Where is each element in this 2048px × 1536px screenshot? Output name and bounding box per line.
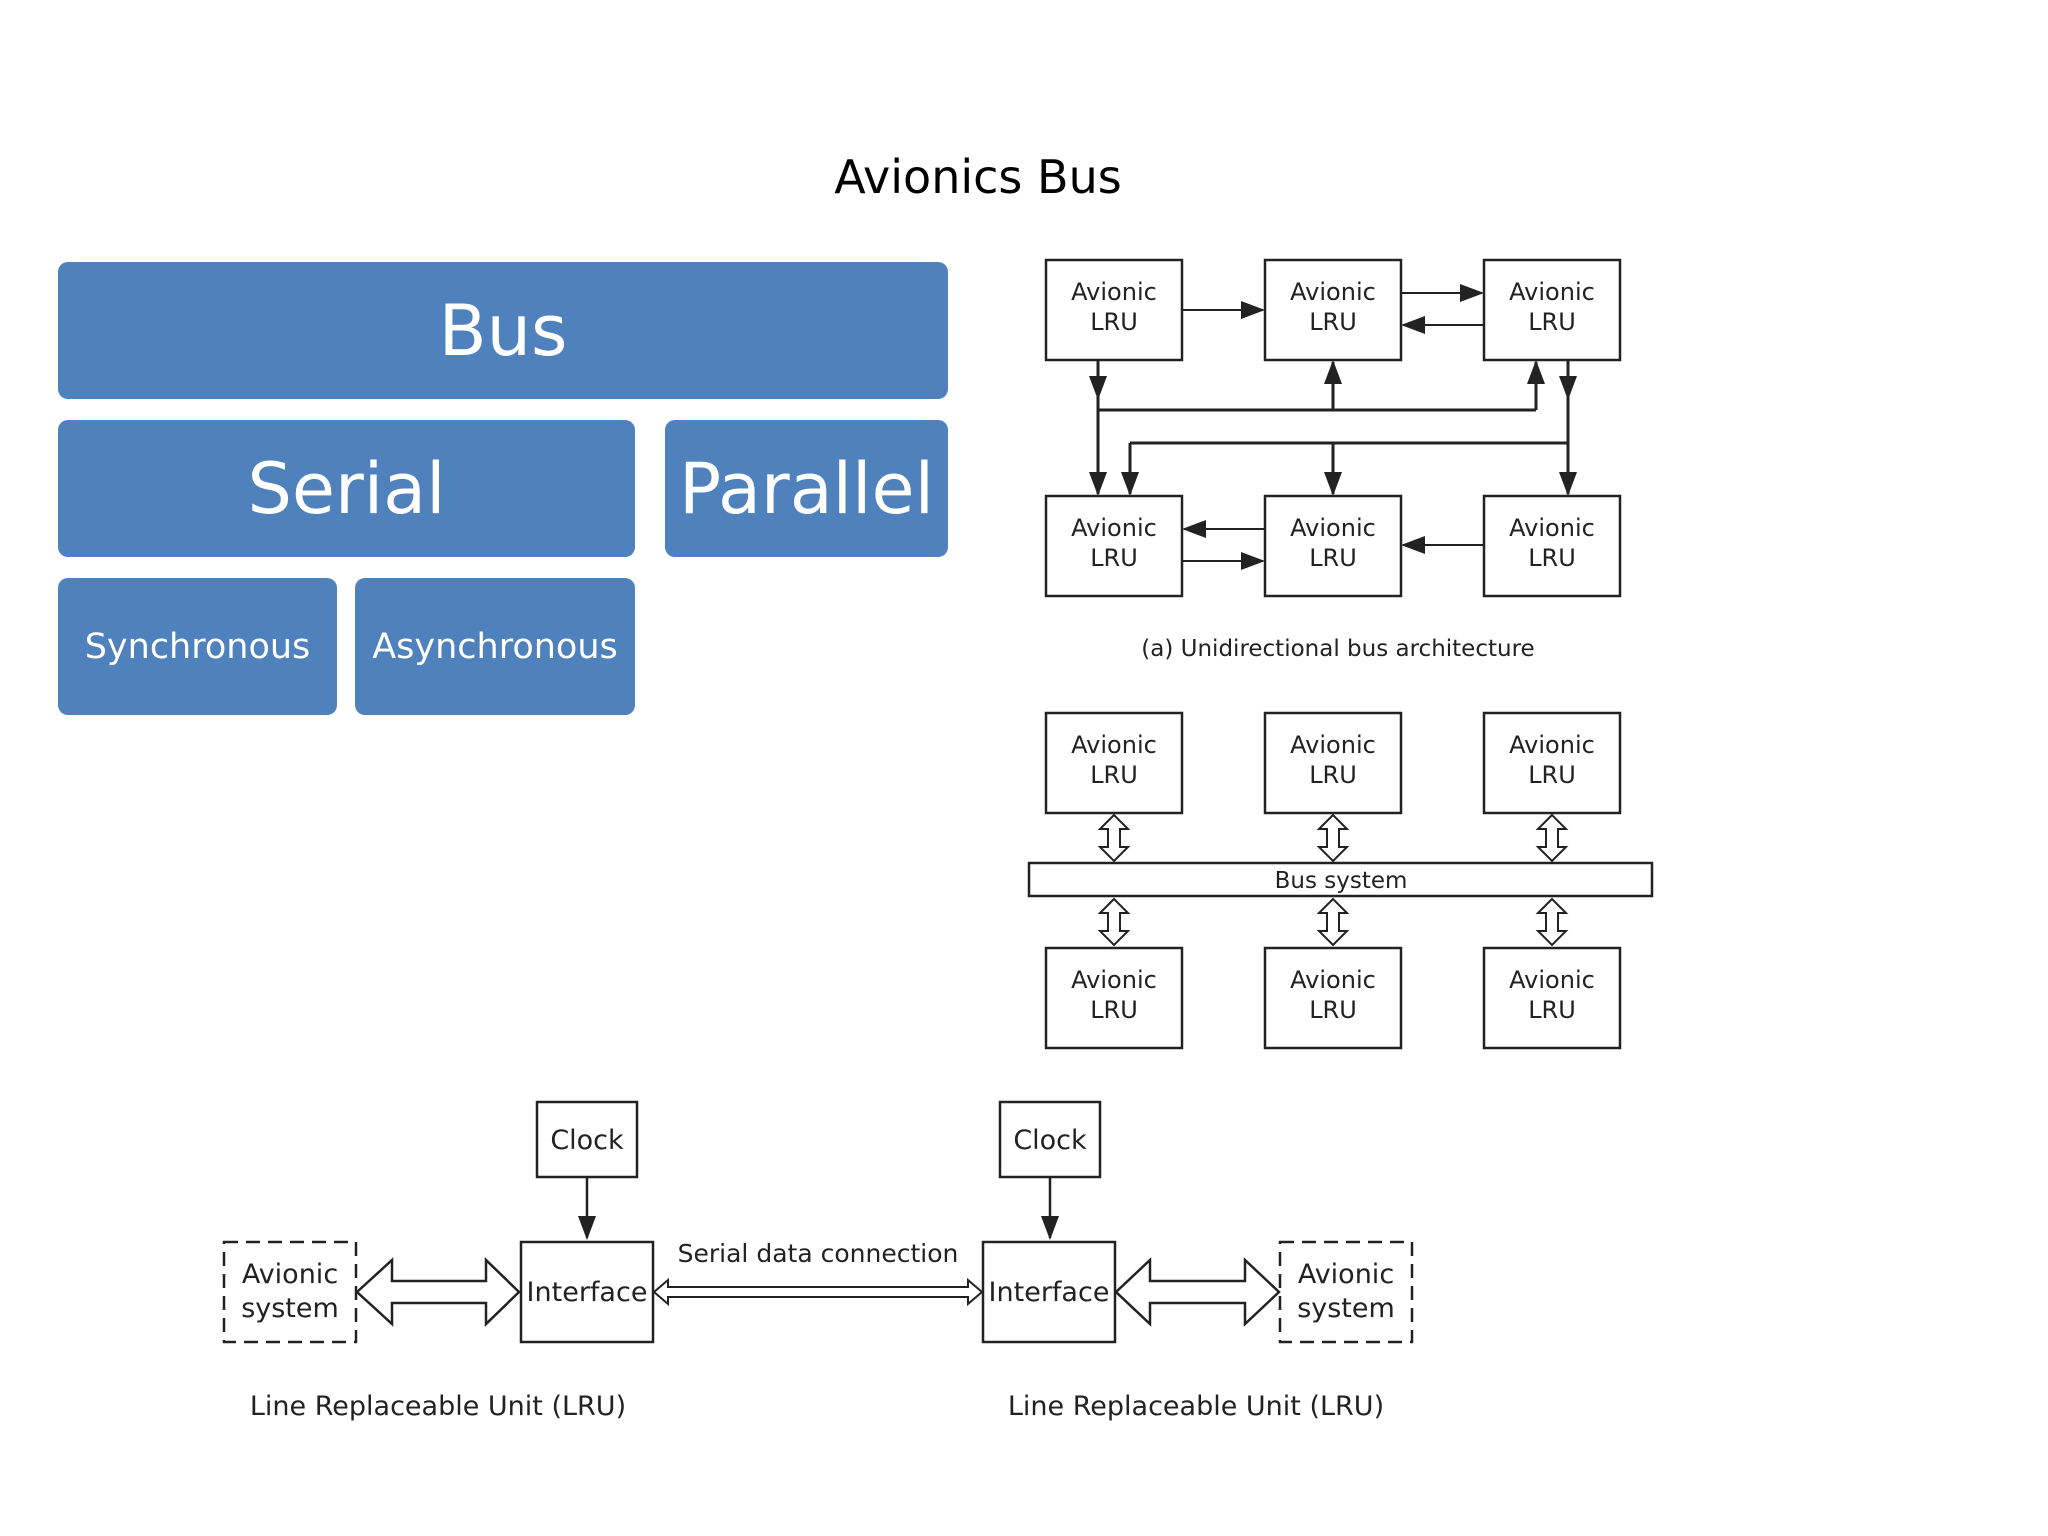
lru-label: LRU — [1528, 996, 1576, 1024]
avionic-system-box — [1278, 1240, 1414, 1344]
lru-label: LRU — [1090, 996, 1138, 1024]
serial-connection-arrow — [652, 1277, 984, 1307]
lru-label: Avionic — [1509, 278, 1595, 306]
lru-box — [1482, 494, 1622, 598]
lru-label: Avionic — [1071, 966, 1157, 994]
bidirectional-arrow — [1316, 813, 1350, 863]
lru-label: Avionic — [1290, 966, 1376, 994]
bidirectional-arrow — [355, 1257, 521, 1327]
bus-box: Bus — [58, 262, 948, 399]
asynchronous-box: Asynchronous — [355, 578, 635, 715]
slide-title: Avionics Bus — [834, 150, 1122, 204]
unidirectional-diagram — [1044, 258, 1622, 598]
bidirectional-arrow — [1535, 813, 1569, 863]
lru-label: LRU — [1090, 308, 1138, 336]
lru-box — [1482, 946, 1622, 1050]
lru-label: Avionic — [1071, 514, 1157, 542]
bidirectional-arrow — [1097, 897, 1131, 947]
parallel-box: Parallel — [665, 420, 948, 557]
interface-label: Interface — [989, 1277, 1110, 1308]
clock-label: Clock — [550, 1125, 624, 1156]
lru-label: Avionic — [1509, 514, 1595, 542]
clock-label: Clock — [1013, 1125, 1087, 1156]
clock-box — [535, 1100, 639, 1179]
lru-box — [1263, 258, 1403, 362]
clock-box — [998, 1100, 1102, 1179]
lru-label: LRU — [1528, 761, 1576, 789]
lru-box — [1263, 946, 1403, 1050]
avionic-system-label: system — [1297, 1293, 1395, 1324]
bidirectional-arrow — [1097, 813, 1131, 863]
lru-box — [1044, 946, 1184, 1050]
lru-label: Avionic — [1290, 514, 1376, 542]
lru-label: LRU — [1090, 544, 1138, 572]
lru-box — [1044, 494, 1184, 598]
lru-label: Avionic — [1071, 278, 1157, 306]
lru-label: LRU — [1309, 996, 1357, 1024]
bus-system-diagram — [1027, 711, 1654, 1050]
lru-box — [1482, 711, 1622, 815]
lru-label: Avionic — [1509, 731, 1595, 759]
serial-link-labels: Clock Clock Interface Interface Avionic … — [241, 1125, 1395, 1422]
lru-label: LRU — [1528, 544, 1576, 572]
interface-label: Interface — [527, 1277, 648, 1308]
interface-box — [981, 1240, 1117, 1344]
lru-caption: Line Replaceable Unit (LRU) — [1008, 1391, 1384, 1422]
lru-label: LRU — [1309, 308, 1357, 336]
serial-connection-label: Serial data connection — [678, 1239, 959, 1268]
synchronous-box: Synchronous — [58, 578, 337, 715]
bidirectional-arrow — [1114, 1257, 1281, 1327]
lru-label: Avionic — [1290, 278, 1376, 306]
avionic-system-label: system — [241, 1293, 339, 1324]
lru-box — [1482, 258, 1622, 362]
lru-caption: Line Replaceable Unit (LRU) — [250, 1391, 626, 1422]
lru-box — [1263, 494, 1403, 598]
avionic-system-box — [222, 1240, 358, 1344]
lru-label: LRU — [1090, 761, 1138, 789]
diagram-caption: (a) Unidirectional bus architecture — [1141, 636, 1534, 662]
avionic-system-label: Avionic — [242, 1259, 338, 1290]
lru-label: Avionic — [1509, 966, 1595, 994]
bus-system-bar — [1027, 861, 1654, 898]
serial-link-diagram — [222, 1100, 1414, 1344]
lru-label: LRU — [1309, 761, 1357, 789]
lru-label: Avionic — [1290, 731, 1376, 759]
avionic-system-label: Avionic — [1298, 1259, 1394, 1290]
lru-box — [1263, 711, 1403, 815]
lru-label: LRU — [1528, 308, 1576, 336]
bus-system-labels: Avionic LRU Avionic LRU Avionic LRU Bus … — [1071, 731, 1595, 1024]
unidirectional-labels: Avionic LRU Avionic LRU Avionic LRU Avio… — [1071, 278, 1595, 662]
bus-system-label: Bus system — [1275, 868, 1408, 894]
bidirectional-arrow — [1535, 897, 1569, 947]
lru-label: Avionic — [1071, 731, 1157, 759]
bidirectional-arrow — [1316, 897, 1350, 947]
lru-box — [1044, 711, 1184, 815]
serial-box: Serial — [58, 420, 635, 557]
lru-label: LRU — [1309, 544, 1357, 572]
